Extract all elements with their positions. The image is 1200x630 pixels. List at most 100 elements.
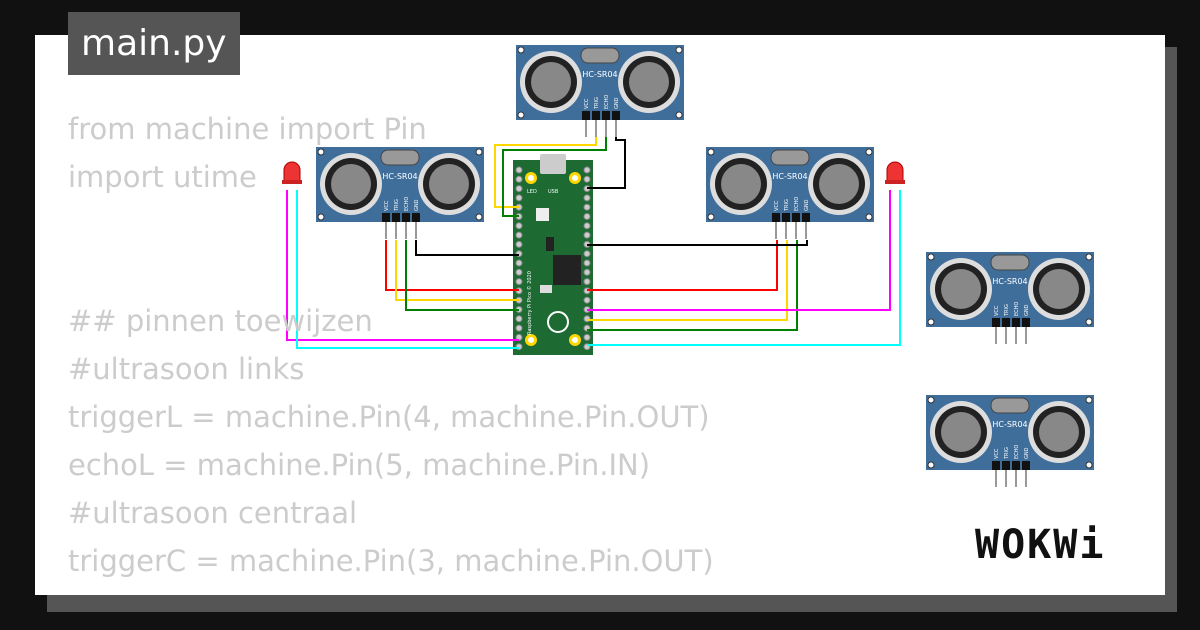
pin-hole [583, 203, 591, 211]
code-line: from machine import Pin [68, 112, 427, 146]
sensor-pin-label: GND [614, 97, 620, 109]
sensor-pin-label: VCC [994, 305, 1000, 316]
wire [587, 190, 891, 311]
pin-hole [583, 333, 591, 341]
sensor-pin-label: ECHO [604, 95, 610, 109]
wire [286, 190, 519, 341]
pin-hole [583, 175, 591, 183]
pin-hole [515, 231, 523, 239]
red-led [885, 161, 905, 184]
sensor-pin-label: ECHO [1014, 302, 1020, 316]
code-line: #ultrasoon links [68, 352, 305, 386]
pin-hole [583, 213, 591, 220]
pin-hole [515, 268, 523, 276]
sensor-pin-label: GND [414, 199, 420, 211]
pin-hole [583, 250, 591, 258]
wire [587, 240, 798, 331]
crystal [990, 254, 1030, 271]
pin-hole [583, 278, 591, 286]
code-line [68, 201, 77, 249]
pin-hole [515, 278, 523, 286]
wire [395, 240, 519, 301]
sensor-pin-label: ECHO [404, 197, 410, 211]
pin-hole [515, 194, 523, 202]
sensor-pin-label: TRIG [1004, 304, 1010, 317]
sensor-pin-label: VCC [384, 200, 390, 211]
raspberry-pi-pico: LED USB Raspberry Pi Pico © 2020 [513, 154, 593, 355]
pin-hole [583, 259, 591, 267]
wokwi-logo: WOKWi [975, 522, 1106, 568]
code-text: from machine import Pin import utime ## p… [68, 105, 714, 595]
sensor-pin-label: GND [804, 199, 810, 211]
wire [587, 240, 788, 321]
pico-label: Raspberry Pi Pico © 2020 [526, 271, 533, 335]
crystal [380, 149, 420, 166]
sensor-pin-label: VCC [584, 98, 590, 109]
led-label: LED [527, 189, 537, 195]
code-line: #ultrasoon centraal [68, 496, 358, 530]
pin-hole [583, 194, 591, 202]
pin-hole [583, 231, 591, 239]
sensor-pin-label: ECHO [794, 197, 800, 211]
crystal [580, 47, 620, 64]
pin-hole [515, 166, 523, 174]
wire [587, 240, 808, 246]
pin-hole [515, 185, 523, 193]
wire [405, 240, 519, 311]
code-line: echoC = machine.Pin(2, machine.Pin.IN) [68, 585, 654, 595]
code-line: echoL = machine.Pin(5, machine.Pin.IN) [68, 448, 651, 482]
rp2040-chip [553, 255, 581, 285]
code-line: import utime [68, 160, 257, 194]
pin-hole [515, 240, 523, 248]
code-line [68, 249, 77, 297]
wire [587, 190, 901, 346]
sensor-label: HC-SR04 [992, 277, 1027, 286]
pin-hole [515, 222, 523, 230]
sensor-label: HC-SR04 [772, 172, 807, 181]
wire [415, 240, 519, 256]
wire [296, 190, 519, 349]
bootsel-button [536, 208, 549, 221]
sensor-pin-label: VCC [994, 448, 1000, 459]
sensor-pin-label: VCC [774, 200, 780, 211]
sensor-pin-label: TRIG [1004, 447, 1010, 460]
crystal [990, 397, 1030, 414]
wire [587, 137, 626, 189]
sensor-pin-label: TRIG [594, 97, 600, 110]
code-line: triggerL = machine.Pin(4, machine.Pin.OU… [68, 400, 710, 434]
pin-hole [583, 268, 591, 276]
sensor-pin-label: ECHO [1014, 445, 1020, 459]
sensor-label: HC-SR04 [582, 70, 617, 79]
usb-label: USB [548, 189, 559, 195]
raspberry-logo-icon [547, 311, 569, 333]
wire [587, 240, 778, 291]
sensor-pin-label: TRIG [784, 199, 790, 212]
pin-hole [515, 259, 523, 267]
sensor-pin-label: TRIG [394, 199, 400, 212]
wire [502, 137, 607, 217]
code-area: from machine import Pin import utime ## p… [35, 35, 1165, 595]
wire [385, 240, 519, 291]
sensor-pin-label: GND [1024, 304, 1030, 316]
pin-hole [583, 166, 591, 174]
red-led [282, 161, 302, 184]
sensor-label: HC-SR04 [992, 420, 1027, 429]
pin-hole [515, 175, 523, 183]
crystal [770, 149, 810, 166]
pin-hole [515, 315, 523, 323]
pin-hole [583, 222, 591, 230]
pin-hole [583, 296, 591, 304]
pin-hole [515, 324, 523, 332]
usb-connector [540, 154, 566, 174]
sensor-pin-label: GND [1024, 447, 1030, 459]
file-tab[interactable]: main.py [68, 12, 240, 75]
sensor-label: HC-SR04 [382, 172, 417, 181]
code-line: ## pinnen toewijzen [68, 304, 373, 338]
code-line: triggerC = machine.Pin(3, machine.Pin.OU… [68, 544, 714, 578]
